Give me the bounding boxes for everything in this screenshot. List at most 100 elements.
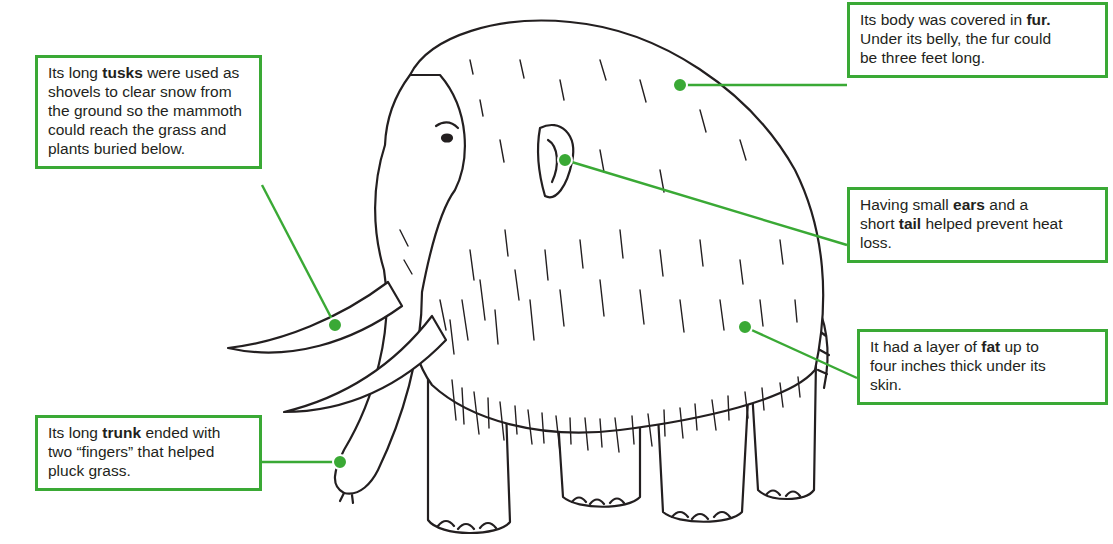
callout-word: long. <box>951 49 985 66</box>
callout-text: Its long trunk ended with two “fingers” … <box>48 424 247 481</box>
callout-word: the <box>966 30 988 47</box>
callout-box: Its body was covered in fur. Under its b… <box>847 2 1108 78</box>
callout-word: long <box>69 64 98 81</box>
callout-word: Its <box>48 424 64 441</box>
callout-word: Having <box>860 196 908 213</box>
leader-line <box>565 160 847 245</box>
callout-word: its <box>907 30 923 47</box>
ear-inner <box>548 140 557 182</box>
callout-word: and <box>201 121 227 138</box>
callout-word: below. <box>141 140 185 157</box>
callout-word: small <box>913 196 949 213</box>
callout-word: buried <box>94 140 137 157</box>
leader-dot <box>673 78 687 92</box>
callout-word: to <box>1026 338 1039 355</box>
callout-box: It had a layer of fat up to four inches … <box>857 329 1108 405</box>
callout-word: under <box>986 357 1026 374</box>
leader-dot <box>738 320 752 334</box>
callout-word: belly, <box>926 30 961 47</box>
head-trunk <box>335 75 465 494</box>
callout-word: fur. <box>1026 11 1050 28</box>
callout-word: body <box>881 11 915 28</box>
callout-word: and <box>989 196 1015 213</box>
callout-word: thick <box>950 357 982 374</box>
toenails <box>438 491 800 530</box>
callout-word: so <box>126 102 142 119</box>
callout-word: tail <box>899 215 921 232</box>
callout-word: reach <box>89 121 128 138</box>
callout-word: Its <box>48 64 64 81</box>
callout-word: long <box>69 424 98 441</box>
callout-word: of <box>964 338 977 355</box>
callout-word: could <box>1014 30 1051 47</box>
callout-word: three <box>882 49 917 66</box>
callout-word: ground <box>74 102 122 119</box>
brow <box>436 122 458 128</box>
callout-text: Its long tusks were used as shovels to c… <box>48 64 245 159</box>
callout-word: inches <box>901 357 946 374</box>
callout-word: the <box>132 121 154 138</box>
tusk-left <box>228 282 402 352</box>
callout-text: It had a layer of fat up to four inches … <box>870 338 1067 395</box>
callout-word: four <box>870 357 897 374</box>
leader-line <box>745 327 857 378</box>
leader-dot <box>328 318 342 332</box>
callout-word: to <box>105 83 118 100</box>
callout-word: ears <box>953 196 985 213</box>
callout-word: ended <box>145 424 188 441</box>
callout-word: Under <box>860 30 902 47</box>
callout-word: the <box>147 102 169 119</box>
callout-word: the <box>48 102 70 119</box>
callout-box: Its long tusks were used as shovels to c… <box>35 55 262 169</box>
callout-word: short <box>860 215 894 232</box>
leader-line <box>680 84 847 86</box>
leader-dots <box>328 78 752 469</box>
callout-word: up <box>1005 338 1022 355</box>
callout-word: its <box>1030 357 1046 374</box>
callout-word: grass. <box>89 462 131 479</box>
callout-word: layer <box>926 338 960 355</box>
callout-word: were <box>147 64 181 81</box>
callout-word: trunk <box>102 424 141 441</box>
callout-word: was <box>919 11 947 28</box>
callout-word: a <box>913 338 922 355</box>
fur-strokes <box>400 60 800 452</box>
callout-word: mammoth <box>173 102 242 119</box>
callout-word: with <box>193 424 221 441</box>
callout-word: helped <box>168 443 215 460</box>
leader-dot <box>333 455 347 469</box>
callout-word: a <box>1019 196 1028 213</box>
callout-word: skin. <box>870 376 902 393</box>
callout-word: fat <box>981 338 1000 355</box>
callout-text: Its body was covered in fur. Under its b… <box>860 11 1055 68</box>
callout-word: from <box>201 83 232 100</box>
callout-word: prevent <box>976 215 1028 232</box>
callout-word: feet <box>921 49 947 66</box>
ear <box>538 125 573 197</box>
callout-word: It <box>870 338 879 355</box>
callout-word: pluck <box>48 462 84 479</box>
callout-word: used <box>185 64 219 81</box>
callout-word: in <box>1010 11 1022 28</box>
eye <box>442 135 452 142</box>
tusk-right <box>284 316 446 412</box>
callout-word: loss. <box>860 234 892 251</box>
callout-word: grass <box>158 121 196 138</box>
callout-word: snow <box>160 83 196 100</box>
leader-dot <box>558 153 572 167</box>
leader-lines <box>262 85 857 462</box>
callout-word: as <box>223 64 239 81</box>
callout-text: Having small ears and a short tail helpe… <box>860 196 1065 253</box>
callout-word: plants <box>48 140 89 157</box>
callout-word: fur <box>992 30 1010 47</box>
trunk-fingers <box>340 493 353 503</box>
callout-box: Its long trunk ended with two “fingers” … <box>35 415 262 491</box>
callout-word: could <box>48 121 85 138</box>
callout-word: covered <box>951 11 1006 28</box>
body-outline <box>396 21 823 433</box>
callout-word: Its <box>860 11 876 28</box>
callout-word: be <box>860 49 877 66</box>
leader-line <box>262 185 335 325</box>
callout-word: tusks <box>102 64 143 81</box>
